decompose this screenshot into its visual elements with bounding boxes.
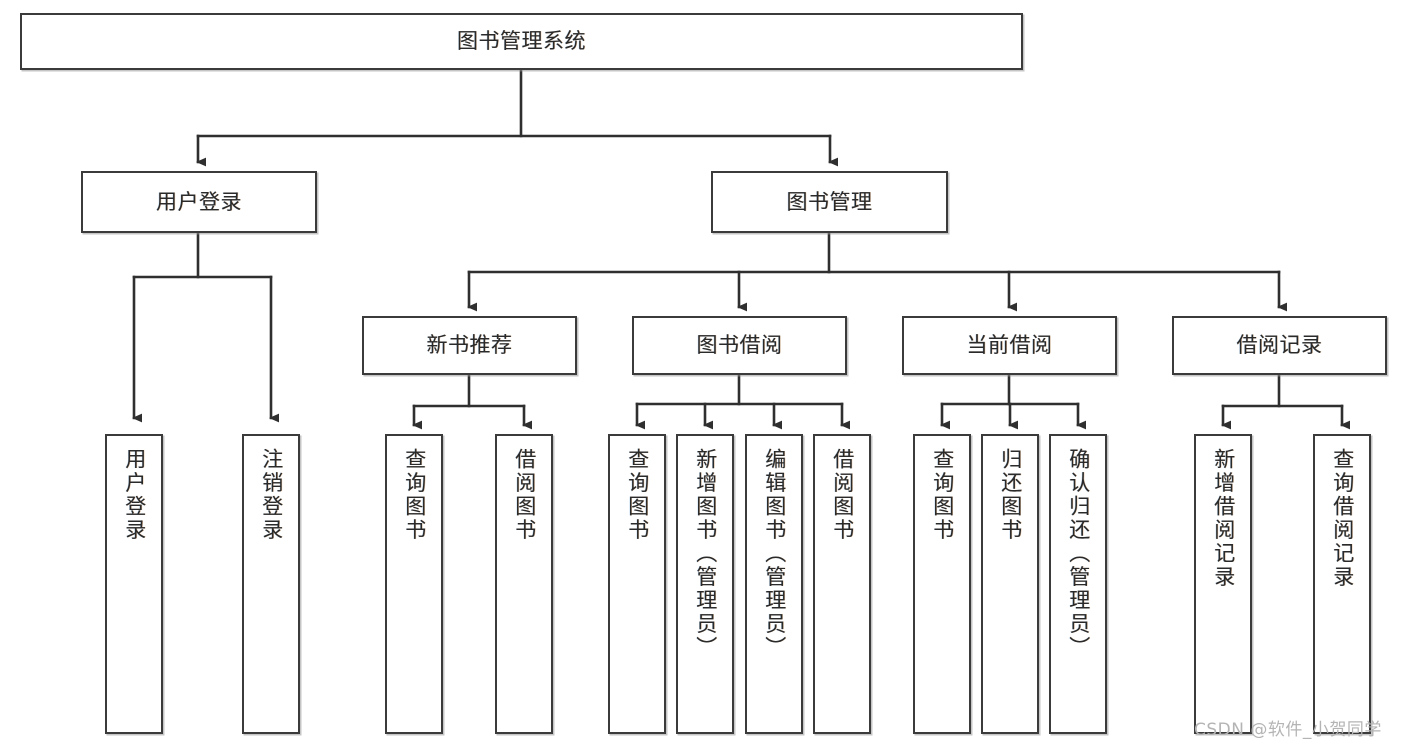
leaf-query-book-3-label: 查询图书 <box>930 448 955 542</box>
leaf-query-book-3[interactable]: 查询图书 <box>913 434 971 734</box>
node-root-label: 图书管理系统 <box>457 29 586 54</box>
leaf-borrow-book-1[interactable]: 借阅图书 <box>495 434 553 734</box>
leaf-user-login[interactable]: 用户登录 <box>105 434 163 734</box>
leaf-query-book-1-label: 查询图书 <box>402 448 427 542</box>
node-user-login[interactable]: 用户登录 <box>81 171 317 233</box>
leaf-query-record-label: 查询借阅记录 <box>1330 448 1355 589</box>
leaf-edit-book[interactable]: 编辑图书（管理员） <box>745 434 803 734</box>
node-root[interactable]: 图书管理系统 <box>20 13 1023 70</box>
leaf-borrow-book-2-label: 借阅图书 <box>830 448 855 542</box>
leaf-edit-book-label: 编辑图书（管理员） <box>762 448 787 660</box>
leaf-confirm-return[interactable]: 确认归还（管理员） <box>1049 434 1107 734</box>
node-borrow-record[interactable]: 借阅记录 <box>1172 316 1387 375</box>
leaf-logout-label: 注销登录 <box>259 448 284 542</box>
leaf-borrow-book-1-label: 借阅图书 <box>512 448 537 542</box>
node-new-book-recommend[interactable]: 新书推荐 <box>362 316 577 375</box>
leaf-query-book-1[interactable]: 查询图书 <box>385 434 443 734</box>
leaf-query-book-2-label: 查询图书 <box>625 448 650 542</box>
node-current-borrow-label: 当前借阅 <box>966 333 1053 358</box>
leaf-logout[interactable]: 注销登录 <box>242 434 300 734</box>
node-user-login-label: 用户登录 <box>156 189 242 214</box>
node-book-borrow[interactable]: 图书借阅 <box>632 316 847 375</box>
csdn-watermark: CSDN @软件_小贺同学 <box>1194 720 1382 740</box>
leaf-confirm-return-label: 确认归还（管理员） <box>1066 448 1091 660</box>
node-book-management[interactable]: 图书管理 <box>711 171 948 233</box>
leaf-query-record[interactable]: 查询借阅记录 <box>1313 434 1371 734</box>
node-current-borrow[interactable]: 当前借阅 <box>902 316 1117 375</box>
leaf-return-book[interactable]: 归还图书 <box>981 434 1039 734</box>
leaf-user-login-label: 用户登录 <box>122 448 147 542</box>
leaf-add-record[interactable]: 新增借阅记录 <box>1194 434 1252 734</box>
leaf-add-book[interactable]: 新增图书（管理员） <box>676 434 734 734</box>
leaf-return-book-label: 归还图书 <box>998 448 1023 542</box>
leaf-add-book-label: 新增图书（管理员） <box>693 448 718 660</box>
node-borrow-record-label: 借阅记录 <box>1236 333 1323 358</box>
node-book-borrow-label: 图书借阅 <box>696 333 783 358</box>
leaf-add-record-label: 新增借阅记录 <box>1211 448 1236 589</box>
node-book-management-label: 图书管理 <box>786 189 873 214</box>
leaf-borrow-book-2[interactable]: 借阅图书 <box>813 434 871 734</box>
node-new-book-recommend-label: 新书推荐 <box>426 333 513 358</box>
leaf-query-book-2[interactable]: 查询图书 <box>608 434 666 734</box>
